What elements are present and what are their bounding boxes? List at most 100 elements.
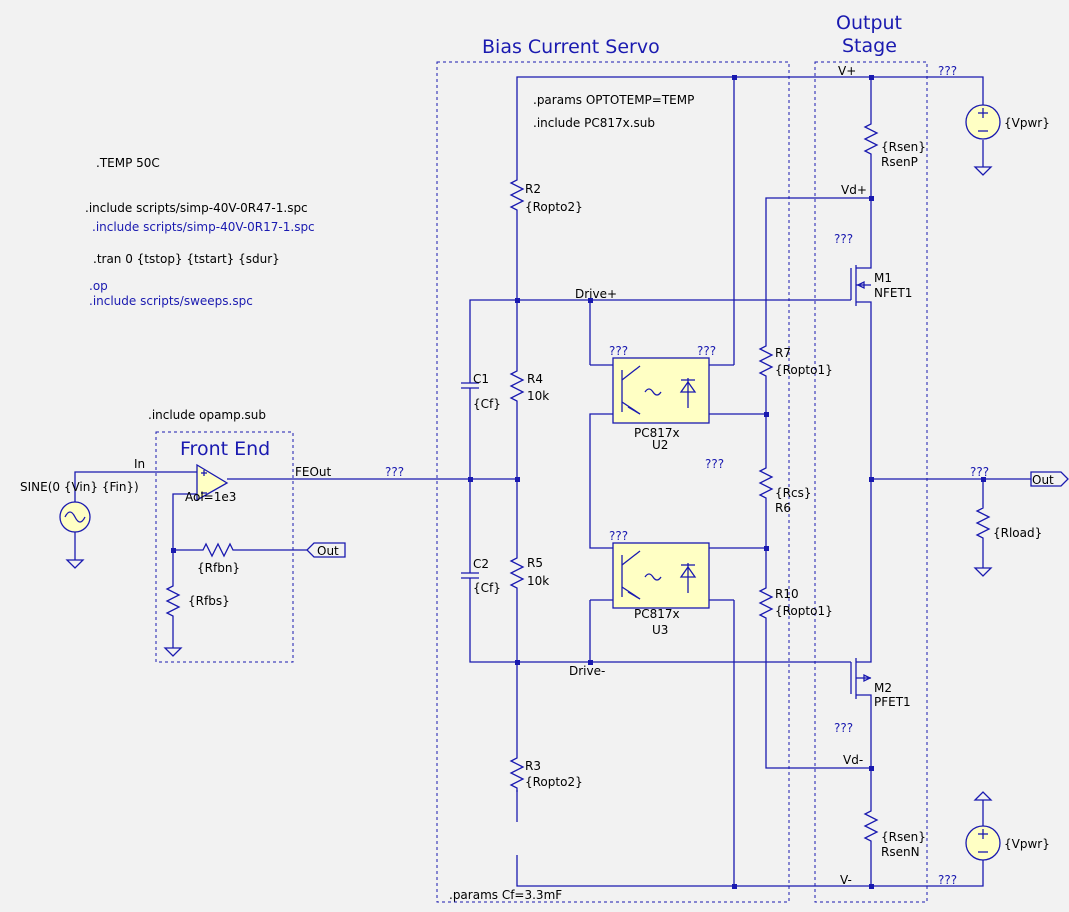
rfbs-value: {Rfbs} xyxy=(188,594,230,608)
resistor-r7[interactable] xyxy=(758,340,774,380)
net-vminus: V- xyxy=(840,873,852,887)
out-port[interactable] xyxy=(1030,471,1069,487)
r5-value: 10k xyxy=(527,574,549,588)
unknown-m2: ??? xyxy=(834,721,853,735)
vpwr-top-value: {Vpwr} xyxy=(1004,116,1050,130)
resistor-r4[interactable] xyxy=(509,365,525,405)
net-vdplus: Vd+ xyxy=(841,183,867,197)
unknown-vminus: ??? xyxy=(938,873,957,887)
directive-include-2: .include scripts/simp-40V-0R17-1.spc xyxy=(92,220,315,234)
rsenn-value: {Rsen} xyxy=(881,830,926,844)
optocoupler-u3[interactable] xyxy=(612,542,710,609)
resistor-rsenn[interactable] xyxy=(863,805,879,855)
capacitor-c1[interactable] xyxy=(461,370,479,400)
directive-tran: .tran 0 {tstop} {tstart} {sdur} xyxy=(93,252,280,266)
r3-value: {Ropto2} xyxy=(525,775,583,789)
resistor-rsenp[interactable] xyxy=(863,118,879,158)
sine-source-value: SINE(0 {Vin} {Fin}) xyxy=(20,480,139,494)
unknown-mid: ??? xyxy=(705,457,724,471)
out-port-feedback[interactable] xyxy=(306,542,346,558)
output-stage-title-1: Output xyxy=(836,12,902,34)
r6-name: R6 xyxy=(775,501,791,515)
output-stage-title-2: Stage xyxy=(842,35,897,57)
out-port-label: Out xyxy=(1032,473,1054,487)
resistor-r6[interactable] xyxy=(758,462,774,502)
sine-source[interactable] xyxy=(59,501,91,533)
resistor-r3[interactable] xyxy=(509,752,525,792)
r10-name: R10 xyxy=(775,587,799,601)
unknown-u2-left: ??? xyxy=(609,344,628,358)
resistor-r10[interactable] xyxy=(758,582,774,622)
directive-include-1: .include scripts/simp-40V-0R47-1.spc xyxy=(85,201,308,215)
output-stage-box xyxy=(814,61,928,903)
r2-value: {Ropto2} xyxy=(525,200,583,214)
c2-name: C2 xyxy=(473,557,489,571)
front-end-title: Front End xyxy=(180,438,270,460)
rsenn-name: RsenN xyxy=(881,845,920,859)
rload-value: {Rload} xyxy=(993,526,1042,540)
r10-value: {Ropto1} xyxy=(775,604,833,618)
rsenp-value: {Rsen} xyxy=(881,140,926,154)
net-drive-minus: Drive- xyxy=(569,664,605,678)
directive-temp: .TEMP 50C xyxy=(96,156,160,170)
directive-include-pc817: .include PC817x.sub xyxy=(533,116,655,130)
r3-name: R3 xyxy=(525,759,541,773)
r4-value: 10k xyxy=(527,389,549,403)
u2-name: U2 xyxy=(652,438,668,452)
ground-symbols xyxy=(65,166,993,801)
c2-value: {Cf} xyxy=(473,581,501,595)
resistor-rfbn[interactable] xyxy=(198,542,236,558)
resistor-rload[interactable] xyxy=(975,502,991,542)
unknown-u3-left: ??? xyxy=(609,529,628,543)
unknown-m1-gate: ??? xyxy=(834,232,853,246)
net-in: In xyxy=(134,457,145,471)
directive-include-sweeps: .include scripts/sweeps.spc xyxy=(89,294,253,308)
directive-op: .op xyxy=(89,279,108,293)
bias-servo-title: Bias Current Servo xyxy=(482,36,660,58)
capacitor-c2[interactable] xyxy=(461,562,479,592)
unknown-feout: ??? xyxy=(385,465,404,479)
vpwr-bottom-value: {Vpwr} xyxy=(1004,837,1050,851)
c1-value: {Cf} xyxy=(473,397,501,411)
m2-model: PFET1 xyxy=(874,695,911,709)
mosfet-m1[interactable] xyxy=(850,262,872,312)
voltage-source-vpwr-top[interactable] xyxy=(965,104,1001,140)
rsenp-name: RsenP xyxy=(881,155,918,169)
c1-name: C1 xyxy=(473,372,489,386)
m1-model: NFET1 xyxy=(874,286,912,300)
net-drive-plus: Drive+ xyxy=(575,287,617,301)
out-port-feedback-label: Out xyxy=(317,544,339,558)
bias-servo-box xyxy=(436,61,790,903)
net-vplus: V+ xyxy=(838,64,856,78)
u3-model: PC817x xyxy=(634,607,680,621)
unknown-out: ??? xyxy=(970,465,989,479)
u2-model: PC817x xyxy=(634,426,680,440)
m2-name: M2 xyxy=(874,681,892,695)
net-feout: FEOut xyxy=(295,465,332,479)
opamp-param: Aol=1e3 xyxy=(185,490,236,504)
directive-params-opto: .params OPTOTEMP=TEMP xyxy=(533,93,694,107)
rfbn-value: {Rfbn} xyxy=(197,561,240,575)
voltage-source-vpwr-bottom[interactable] xyxy=(965,825,1001,861)
net-vdminus: Vd- xyxy=(843,753,863,767)
r5-name: R5 xyxy=(527,556,543,570)
m1-name: M1 xyxy=(874,271,892,285)
directive-params-cf: .params Cf=3.3mF xyxy=(449,888,562,902)
directive-include-opamp: .include opamp.sub xyxy=(148,408,266,422)
r4-name: R4 xyxy=(527,372,543,386)
unknown-vplus: ??? xyxy=(938,64,957,78)
front-end-box xyxy=(155,431,294,663)
r6-value: {Rcs} xyxy=(775,486,811,500)
r7-name: R7 xyxy=(775,346,791,360)
u3-name: U3 xyxy=(652,623,668,637)
junction-dots xyxy=(171,75,986,889)
opamp[interactable] xyxy=(196,463,229,502)
resistor-r5[interactable] xyxy=(509,552,525,592)
optocoupler-u2[interactable] xyxy=(612,357,710,424)
mosfet-m2[interactable] xyxy=(850,655,872,705)
r2-name: R2 xyxy=(525,182,541,196)
resistor-rfbs[interactable] xyxy=(165,580,181,620)
r7-value: {Ropto1} xyxy=(775,363,833,377)
resistor-r2[interactable] xyxy=(509,175,525,214)
